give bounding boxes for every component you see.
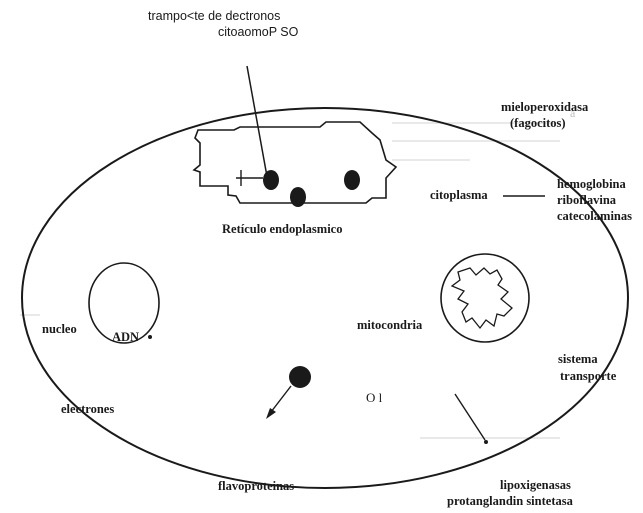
er-dot-3 [344, 170, 360, 190]
label-riboflavina: riboflavina [557, 193, 616, 208]
er-dot-2 [290, 187, 306, 207]
label-nucleo: nucleo [42, 322, 77, 337]
mitochondrion-cristae [452, 268, 512, 328]
label-mieloperoxidasa: mieloperoxidasa [501, 100, 588, 115]
label-lipoxigenasas: lipoxigenasas [500, 478, 571, 493]
flavoprotein-arrowhead [266, 408, 276, 419]
flavoprotein-dot [289, 366, 311, 388]
er-dot-1 [263, 170, 279, 190]
adn-dot [148, 335, 152, 339]
label-top-line1: trampo<te de dectronos [148, 9, 280, 24]
mitochondrion [441, 254, 529, 342]
label-top-line2: citoaomoP SO [218, 25, 298, 40]
label-electrones: electrones [61, 402, 114, 417]
label-mitocondria: mitocondria [357, 318, 422, 333]
pointer-top-label [247, 66, 268, 182]
pointer-lipoxigenasas [455, 394, 485, 440]
label-flavoproteinas: flavoproteinas [218, 479, 294, 494]
flavoprotein-arrow [271, 386, 291, 412]
label-citoplasma: citoplasma [430, 188, 488, 203]
label-sistema: sistema [558, 352, 598, 367]
label-protanglandin: protanglandin sintetasa [447, 494, 573, 509]
label-hemoglobina: hemoglobina [557, 177, 626, 192]
label-fagocitos: (fagocitos) [510, 116, 566, 131]
cell-membrane [22, 108, 628, 488]
label-catecolaminas: catecolaminas [557, 209, 632, 224]
label-transporte: transporte [560, 369, 616, 384]
label-reticulo: Retículo endoplasmico [222, 222, 342, 237]
label-ol-mark: O l [366, 390, 382, 405]
pointer-lipoxigenasas-end [484, 440, 488, 444]
label-adn: ADN [112, 330, 139, 345]
